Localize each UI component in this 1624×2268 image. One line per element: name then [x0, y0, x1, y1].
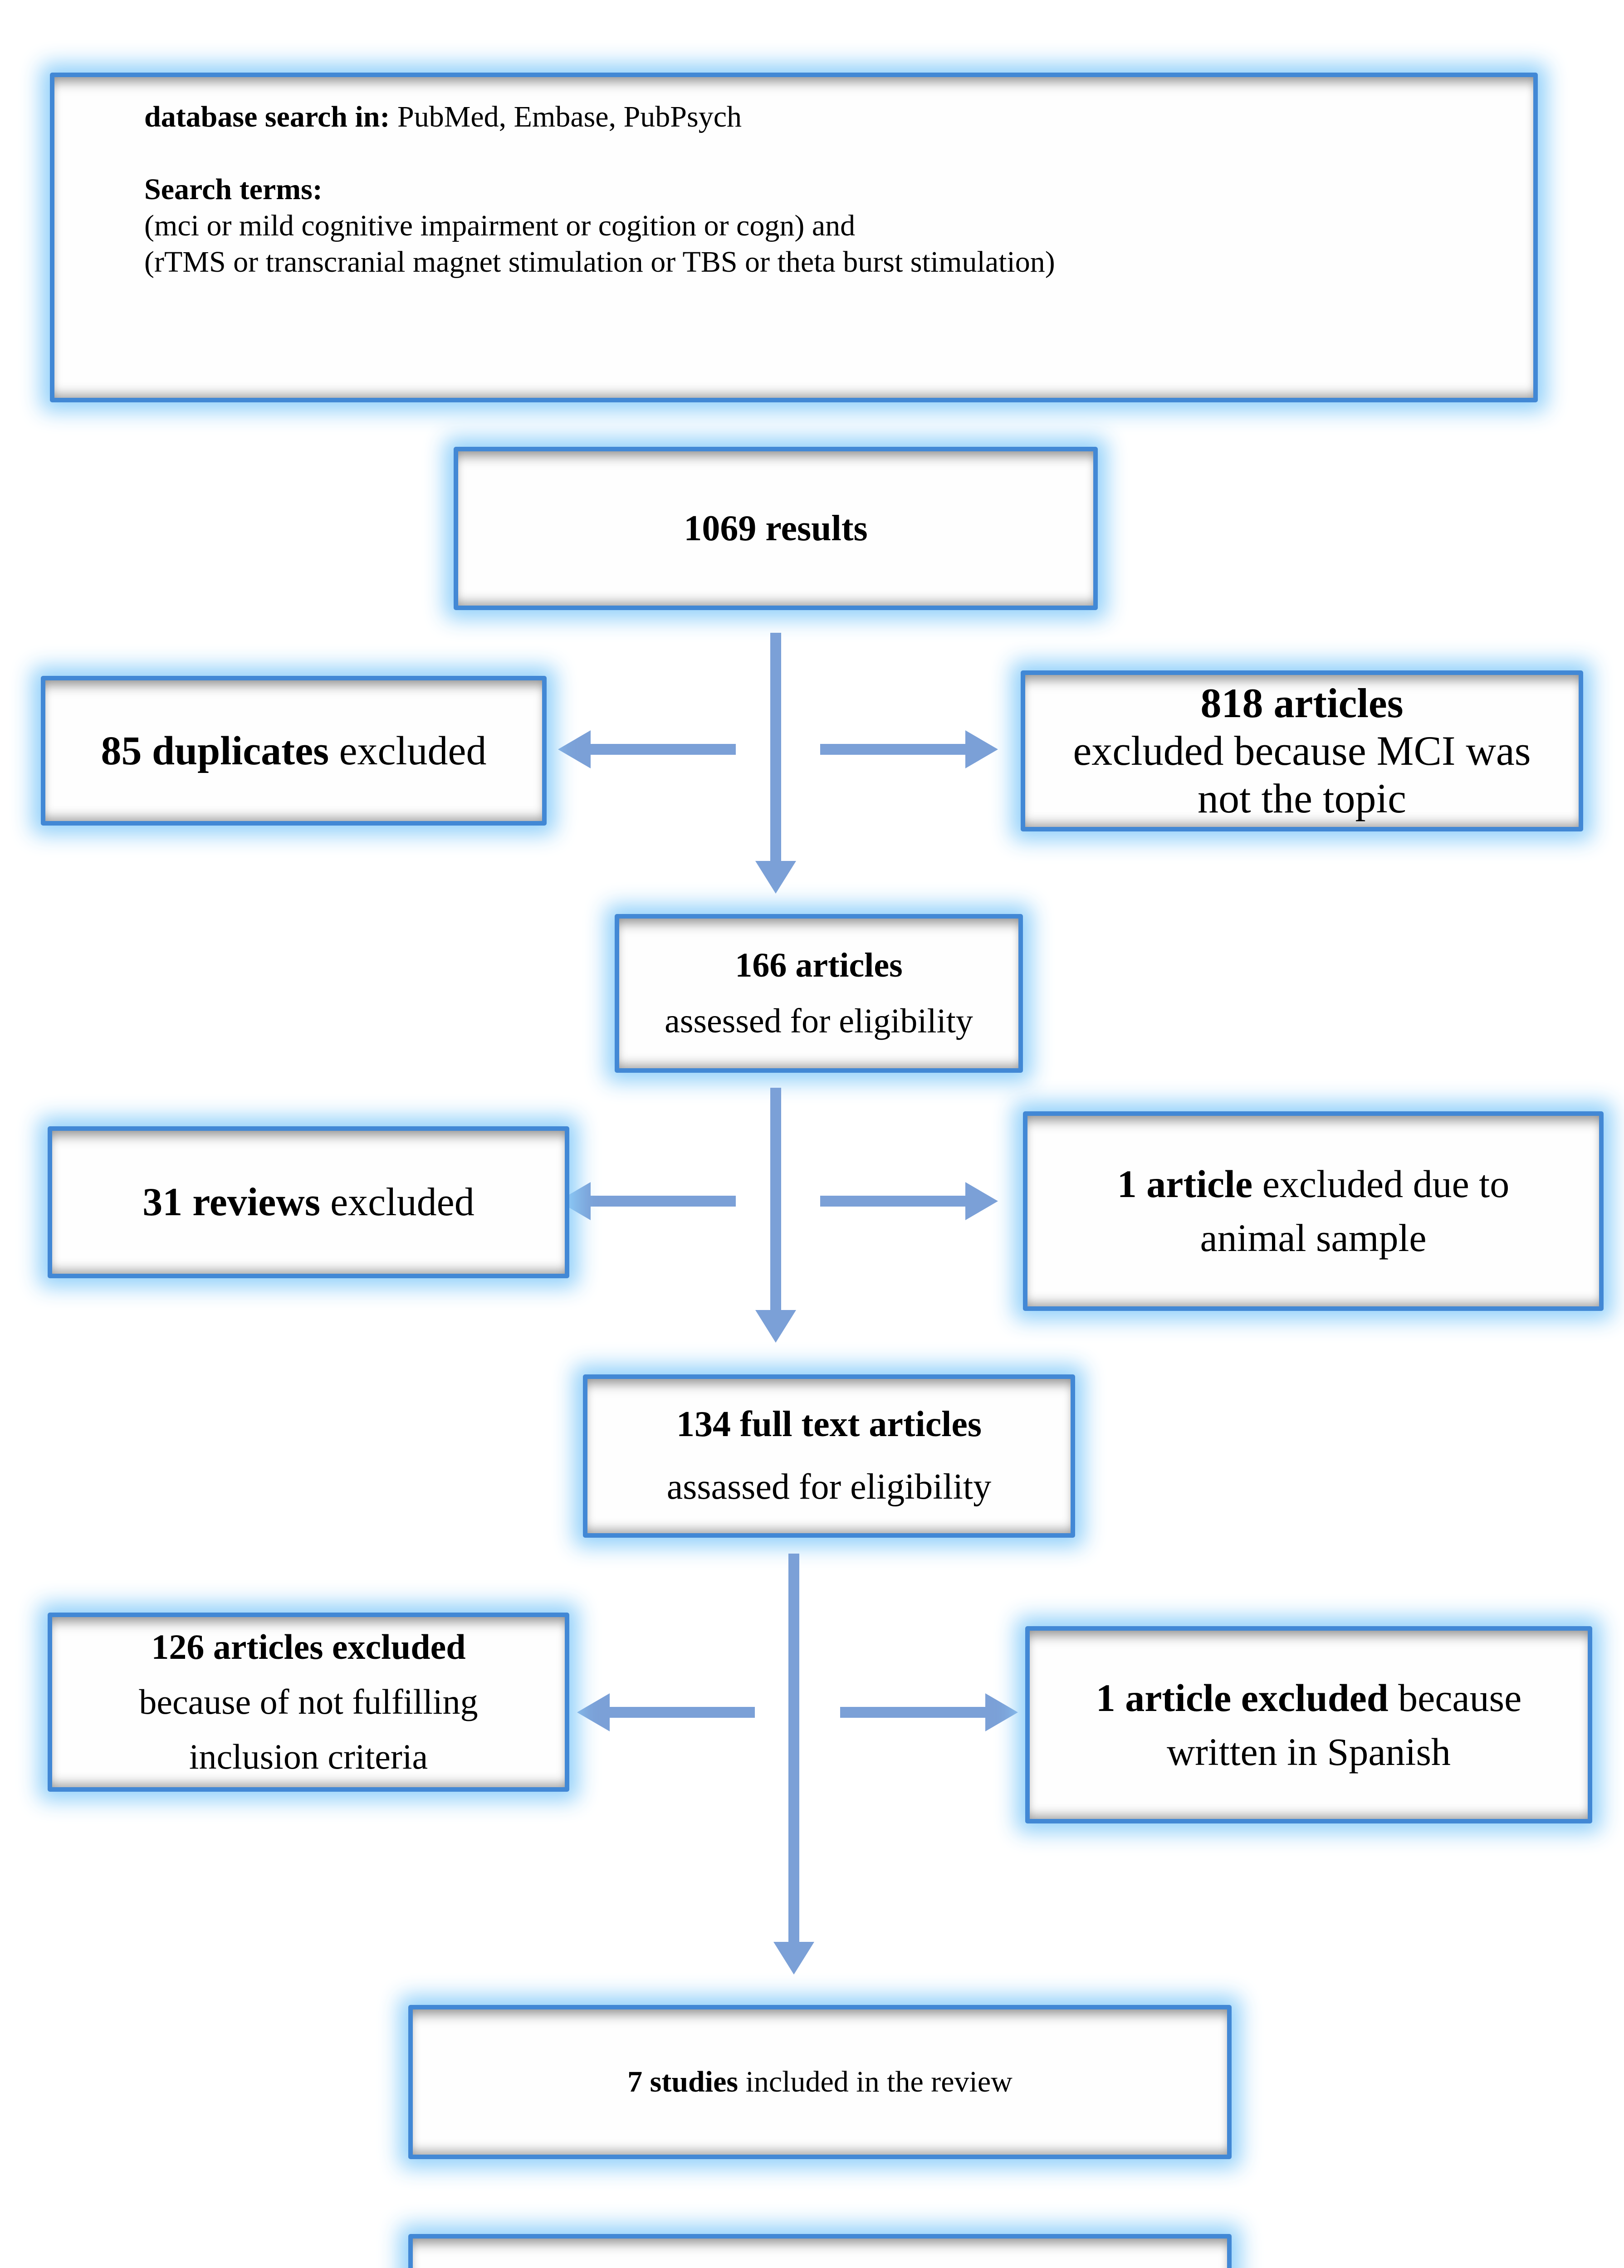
left-arrow-2-line — [591, 1196, 736, 1207]
left-arrow-1-line — [591, 744, 736, 755]
duplicates-rest: excluded — [329, 728, 487, 773]
mci-line-1: 818 articles — [1200, 679, 1403, 727]
review-included-count: 7 studies — [627, 2065, 739, 2098]
results-text: 1069 results — [684, 508, 867, 549]
animal-line-1: 1 article excluded due to — [1117, 1157, 1509, 1211]
reviews-count: 31 reviews — [142, 1180, 321, 1224]
search-terms-line-2: (rTMS or transcranial magnet stimulation… — [144, 245, 1055, 279]
duplicates-count: 85 duplicates — [101, 728, 329, 773]
assessed-box: 166 articles assessed for eligibility — [615, 914, 1023, 1073]
database-search-line: database search in: PubMed, Embase, PubP… — [144, 99, 742, 135]
right-arrow-2-line — [820, 1196, 965, 1207]
search-criteria-box: database search in: PubMed, Embase, PubP… — [50, 73, 1538, 402]
assessed-line-1: 166 articles — [735, 938, 902, 993]
spanish-line-1: 1 article excluded because — [1096, 1671, 1522, 1725]
criteria-count: 126 articles excluded — [151, 1627, 466, 1667]
animal-count: 1 article — [1117, 1162, 1253, 1206]
right-arrow-1-line — [820, 744, 965, 755]
left-arrow-3-head — [577, 1693, 610, 1731]
down-arrow-3-line — [788, 1554, 799, 1943]
review-included-rest: included in the review — [738, 2065, 1013, 2098]
spanish-rest: because — [1388, 1676, 1522, 1720]
right-arrow-3-line — [840, 1707, 985, 1718]
left-arrow-1-head — [558, 730, 591, 768]
results-box: 1069 results — [454, 447, 1098, 610]
search-terms-line-1: (mci or mild cognitive impairment or cog… — [144, 209, 856, 242]
review-included-box: 7 studies included in the review — [408, 2005, 1232, 2159]
fulltext-assessed-box: 134 full text articles assassed for elig… — [583, 1374, 1075, 1538]
reviews-excluded-box: 31 reviews excluded — [48, 1126, 569, 1278]
down-arrow-3-head — [773, 1942, 814, 1975]
reviews-text: 31 reviews excluded — [142, 1179, 474, 1225]
left-arrow-3-line — [610, 1707, 755, 1718]
down-arrow-2-line — [770, 1088, 781, 1311]
right-arrow-1-head — [965, 730, 998, 768]
review-included-text: 7 studies included in the review — [627, 2065, 1013, 2099]
criteria-line-1: 126 articles excluded — [151, 1620, 465, 1675]
down-arrow-1-head — [755, 861, 796, 894]
animal-line-2: animal sample — [1200, 1216, 1427, 1260]
right-arrow-3-head — [985, 1693, 1018, 1731]
spanish-excluded-box: 1 article excluded because written in Sp… — [1025, 1626, 1592, 1823]
reviews-rest: excluded — [320, 1180, 474, 1224]
fulltext-line-1: 134 full text articles — [676, 1393, 982, 1456]
duplicates-text: 85 duplicates excluded — [101, 728, 487, 774]
search-terms-label-line: Search terms: — [144, 171, 323, 208]
database-search-value: PubMed, Embase, PubPsych — [390, 100, 742, 133]
duplicates-excluded-box: 85 duplicates excluded — [41, 676, 547, 826]
down-arrow-2-head — [755, 1310, 796, 1343]
spanish-line-2: written in Spanish — [1167, 1730, 1451, 1774]
fulltext-count: 134 full text articles — [676, 1404, 982, 1445]
criteria-line-3: inclusion criteria — [189, 1736, 428, 1776]
right-arrow-2-head — [965, 1182, 998, 1220]
mci-excluded-box: 818 articles excluded because MCI was no… — [1021, 670, 1583, 831]
animal-excluded-box: 1 article excluded due to animal sample — [1023, 1111, 1604, 1311]
mci-line-2: excluded because MCI was — [1073, 728, 1531, 774]
animal-rest: excluded due to — [1252, 1162, 1510, 1206]
criteria-line-2: because of not fulfilling — [139, 1682, 478, 1722]
meta-included-box: 5 studies included in the meta analysis — [408, 2234, 1232, 2268]
mci-line-3: not the topic — [1198, 775, 1406, 821]
spanish-count: 1 article excluded — [1096, 1676, 1389, 1720]
assessed-count: 166 articles — [735, 946, 903, 984]
criteria-excluded-box: 126 articles excluded because of not ful… — [48, 1613, 569, 1792]
fulltext-line-2: assassed for eligibility — [666, 1467, 992, 1507]
search-terms-label: Search terms: — [144, 173, 323, 206]
results-count: 1069 results — [684, 508, 868, 548]
database-search-label: database search in: — [144, 100, 390, 133]
assessed-line-2: assessed for eligibility — [665, 1002, 973, 1040]
down-arrow-1-line — [770, 633, 781, 862]
mci-count: 818 articles — [1200, 680, 1404, 727]
